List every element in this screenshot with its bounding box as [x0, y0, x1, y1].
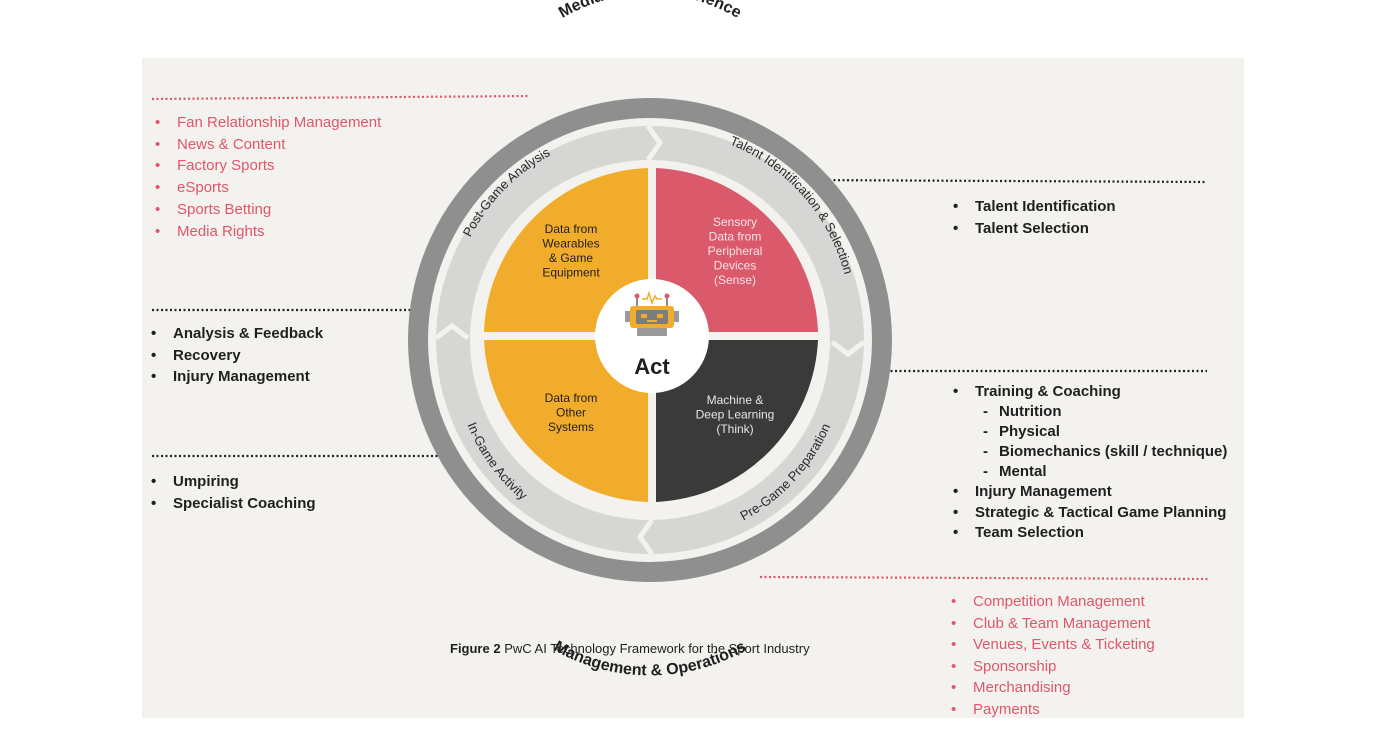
- figure-caption: Figure 2 PwC AI Technology Framework for…: [450, 641, 810, 656]
- quadrant-machine-learning-text: Machine &Deep Learning(Think): [696, 393, 775, 436]
- list-item: Talent Selection: [950, 218, 1116, 240]
- list-item: Merchandising: [948, 677, 1155, 699]
- list-item: Biomechanics (skill / technique): [950, 442, 1227, 462]
- in-game-list: UmpiringSpecialist Coaching: [148, 471, 316, 514]
- list-item: Payments: [948, 699, 1155, 721]
- quadrant-text-line: (Sense): [714, 273, 756, 287]
- quadrant-text-line: Equipment: [542, 266, 600, 280]
- list-item: Injury Management: [148, 366, 323, 388]
- talent-list: Talent IdentificationTalent Selection: [950, 196, 1116, 239]
- list-item: Mental: [950, 462, 1227, 482]
- list-item: Team Selection: [950, 523, 1227, 543]
- inner-ring-separators: [434, 124, 866, 556]
- connector-lines: [151, 94, 1211, 581]
- list-item: Analysis & Feedback: [148, 323, 323, 345]
- quadrant-text-line: Data from: [545, 222, 598, 236]
- list-item: Training & Coaching: [950, 382, 1227, 402]
- robot-icon: [625, 290, 679, 336]
- svg-text:Media & Fan Experience: Media & Fan Experience: [556, 0, 744, 22]
- connector-management: [759, 575, 1211, 581]
- list-item: Factory Sports: [152, 155, 381, 177]
- center-label: Act: [634, 354, 670, 379]
- quadrant-sensory: [656, 168, 818, 332]
- media-list: Fan Relationship ManagementNews & Conten…: [152, 112, 381, 242]
- quadrant-text-line: Systems: [548, 420, 594, 434]
- post-game-list: Analysis & FeedbackRecoveryInjury Manage…: [148, 323, 323, 388]
- quadrant-text-line: Devices: [714, 259, 757, 273]
- quadrant-text-line: Deep Learning: [696, 408, 775, 422]
- caption-bold: Figure 2: [450, 641, 501, 656]
- quadrant-text-line: Data from: [545, 391, 598, 405]
- quadrant-text-line: Other: [556, 406, 586, 420]
- list-item: Club & Team Management: [948, 613, 1155, 635]
- list-item: Umpiring: [148, 471, 316, 493]
- list-item: Talent Identification: [950, 196, 1116, 218]
- list-item: Competition Management: [948, 591, 1155, 613]
- quadrant-machine-learning: [656, 340, 818, 502]
- quadrant-text-line: Machine &: [707, 393, 764, 407]
- connector-media: [151, 94, 529, 101]
- quadrant-wearables: [484, 168, 648, 332]
- list-item: Fan Relationship Management: [152, 112, 381, 134]
- quadrant-text-line: Sensory: [713, 215, 757, 229]
- caption-text: PwC AI Technology Framework for the Spor…: [500, 641, 810, 656]
- list-item: Media Rights: [152, 221, 381, 243]
- quadrant-text-line: Data from: [709, 230, 762, 244]
- quadrant-text-line: & Game: [549, 251, 593, 265]
- list-item: Venues, Events & Ticketing: [948, 634, 1155, 656]
- quadrant-text-line: (Think): [716, 422, 753, 436]
- quadrant-text-line: Peripheral: [708, 244, 763, 258]
- list-item: Strategic & Tactical Game Planning: [950, 503, 1227, 523]
- list-item: Injury Management: [950, 482, 1227, 502]
- media-fan-experience-label: Media & Fan Experience: [556, 0, 744, 22]
- list-item: News & Content: [152, 134, 381, 156]
- quadrant-text-line: Wearables: [542, 237, 599, 251]
- list-item: Sports Betting: [152, 199, 381, 221]
- list-item: Physical: [950, 422, 1227, 442]
- list-item: Specialist Coaching: [148, 493, 316, 515]
- pre-game-list: Training & CoachingNutritionPhysicalBiom…: [950, 382, 1227, 543]
- list-item: eSports: [152, 177, 381, 199]
- list-item: Sponsorship: [948, 656, 1155, 678]
- management-list: Competition ManagementClub & Team Manage…: [948, 591, 1155, 721]
- connector-talent: [801, 178, 1208, 184]
- list-item: Nutrition: [950, 402, 1227, 422]
- quadrant-other-systems: [484, 340, 648, 502]
- list-item: Recovery: [148, 345, 323, 367]
- quadrants: [484, 168, 818, 502]
